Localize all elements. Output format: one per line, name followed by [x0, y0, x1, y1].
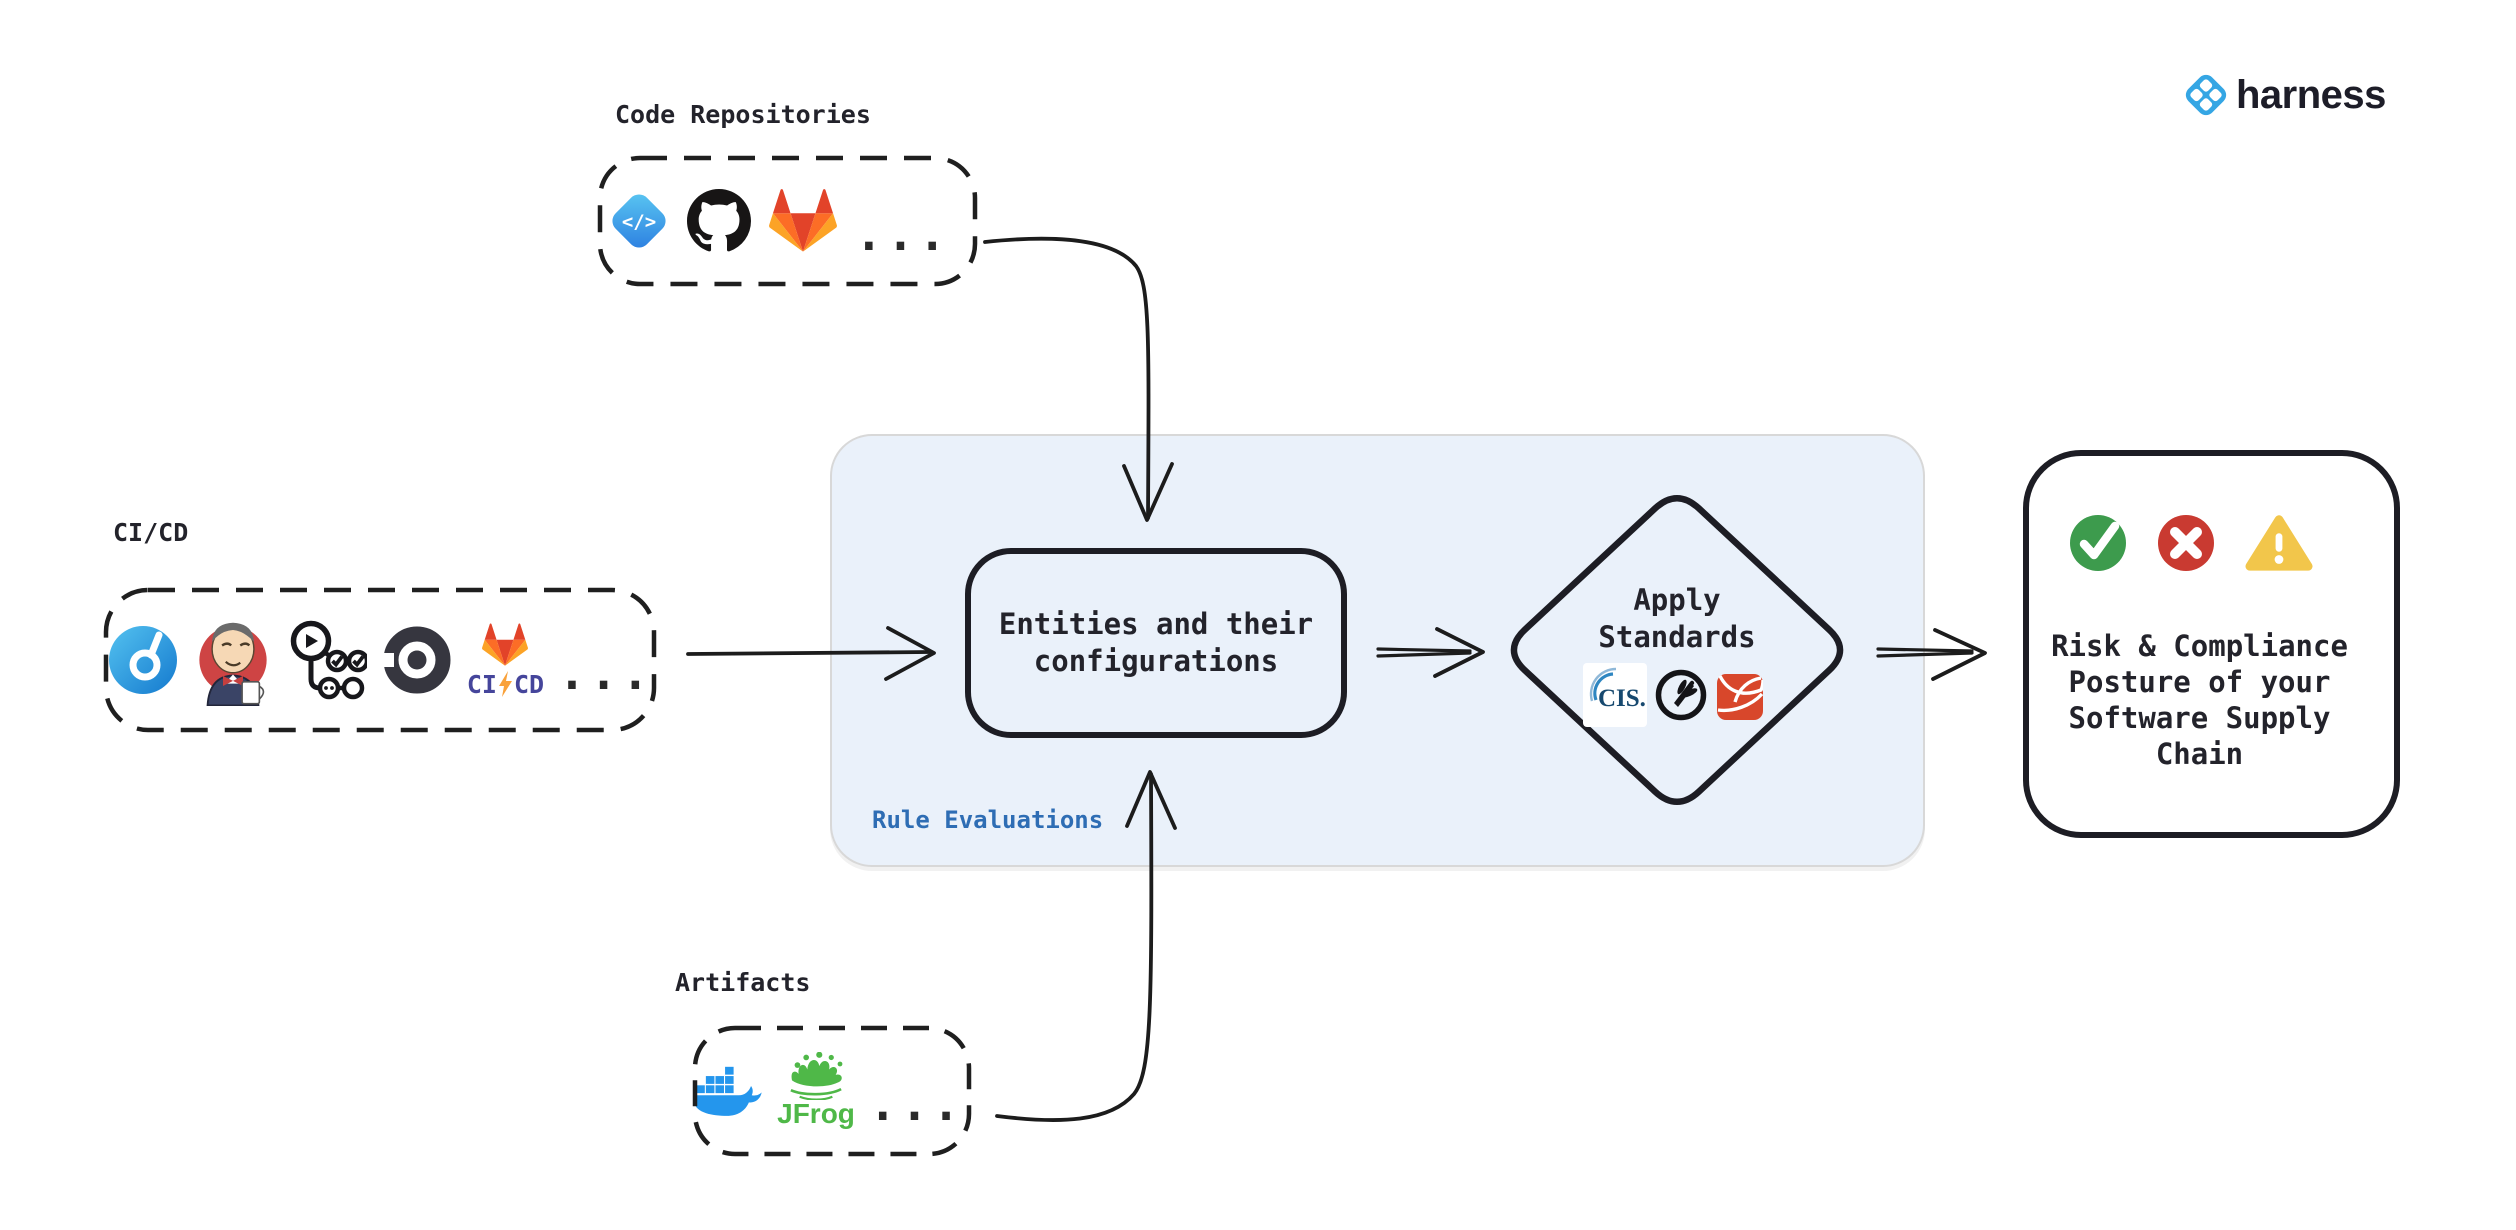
cis-text: CIS.	[1598, 685, 1646, 712]
entities-line-2: configurations	[1033, 644, 1279, 678]
docker-icon	[694, 1066, 762, 1116]
result-line-3: Software Supply	[2068, 701, 2331, 735]
harness-logo-icon	[2185, 74, 2227, 116]
entities-configurations-node: Entities and their configurations	[965, 548, 1347, 738]
harness-ci-icon	[108, 626, 177, 694]
status-icon-row	[2069, 512, 2313, 574]
entities-line-1: Entities and their	[998, 607, 1314, 641]
harness-brand: harness	[2183, 72, 2386, 118]
fail-cross-icon	[2158, 515, 2214, 571]
gitlab-ci-text: CI	[466, 669, 497, 699]
code-glyph: </>	[622, 211, 656, 233]
github-icon	[686, 189, 751, 252]
artifacts-label: Artifacts	[675, 968, 811, 997]
cis-icon: CIS.	[1583, 663, 1647, 727]
circleci-icon	[380, 626, 451, 694]
pass-check-icon	[2070, 515, 2126, 571]
warning-triangle-icon	[2245, 515, 2313, 571]
cicd-group: CI CD ...	[103, 587, 657, 733]
jenkins-icon	[199, 622, 267, 706]
gitlab-icon	[768, 189, 837, 252]
cicd-label: CI/CD	[113, 518, 189, 547]
jfrog-text: JFrog	[777, 1098, 855, 1129]
harness-code-icon: </>	[612, 194, 666, 248]
rule-evaluations-label: Rule Evaluations	[872, 806, 1104, 834]
gitlab-cicd-icon: CI CD	[467, 622, 544, 699]
lightning-icon	[498, 671, 512, 697]
gitlab-cd-text: CD	[513, 669, 545, 699]
owasp-icon	[1655, 669, 1707, 721]
apply-standards-line-1: Apply	[1633, 583, 1721, 617]
code-repositories-group: </> ...	[597, 155, 978, 287]
apply-standards-label: Apply Standards	[1495, 582, 1859, 656]
risk-compliance-label: Risk & Compliance Posture of your Softwa…	[2029, 628, 2370, 772]
apply-standards-diamond	[1510, 494, 1844, 806]
github-actions-icon	[290, 620, 367, 700]
result-line-1: Risk & Compliance	[2051, 629, 2348, 663]
apply-standards-line-2: Standards	[1598, 620, 1756, 654]
red-standards-icon	[1717, 674, 1763, 720]
code-repositories-label: Code Repositories	[615, 100, 871, 129]
risk-compliance-node: Risk & Compliance Posture of your Softwa…	[2023, 450, 2400, 838]
harness-wordmark: harness	[2236, 72, 2386, 117]
artifacts-group: JFrog ...	[692, 1025, 972, 1157]
result-line-2: Posture of your	[2068, 665, 2331, 699]
jfrog-icon: JFrog	[777, 1052, 855, 1130]
result-line-4: Chain	[2155, 737, 2244, 771]
